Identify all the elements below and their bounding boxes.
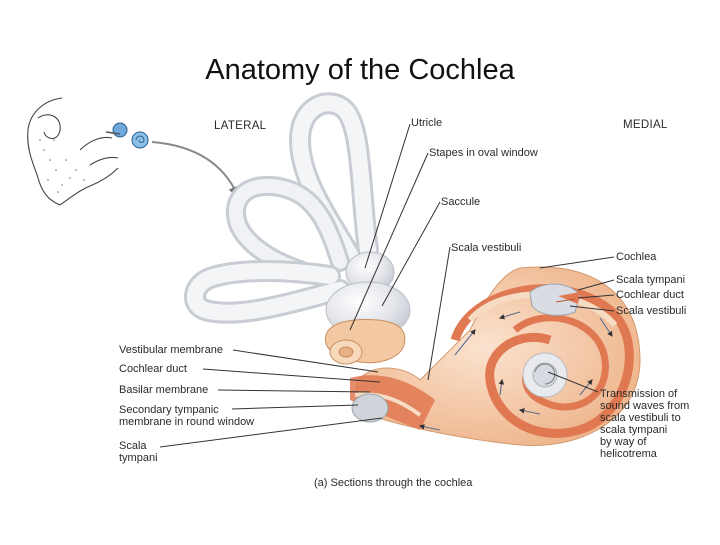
lateral-label: LATERAL bbox=[214, 120, 267, 132]
label-cochlear-duct-right: Cochlear duct bbox=[616, 289, 684, 301]
leader-lines bbox=[159, 123, 615, 448]
cross-section bbox=[529, 283, 581, 316]
head-stipple bbox=[39, 139, 85, 193]
label-scala-tympani-left: Scala tympani bbox=[119, 440, 158, 464]
small-inner-ear-icon bbox=[105, 122, 149, 149]
label-basilar-membrane: Basilar membrane bbox=[119, 384, 209, 396]
label-scala-tympani-right: Scala tympani bbox=[616, 274, 686, 286]
page-title: Anatomy of the Cochlea bbox=[205, 54, 515, 86]
figure-caption: (a) Sections through the cochlea bbox=[314, 477, 473, 489]
label-scala-vestibuli-right: Scala vestibuli bbox=[616, 305, 687, 317]
label-secondary-tympanic: Secondary tympanic membrane in round win… bbox=[119, 404, 255, 428]
cochlea bbox=[350, 266, 641, 447]
label-scala-vestibuli-top: Scala vestibuli bbox=[451, 242, 522, 254]
label-cochlea: Cochlea bbox=[616, 251, 657, 263]
round-window bbox=[351, 393, 389, 423]
label-stapes: Stapes in oval window bbox=[429, 147, 538, 159]
label-transmission: Transmission of sound waves from scala v… bbox=[600, 388, 690, 460]
label-utricle: Utricle bbox=[411, 117, 443, 129]
head-sketch bbox=[27, 97, 119, 206]
zoom-arrow bbox=[151, 141, 240, 199]
label-saccule: Saccule bbox=[441, 196, 481, 208]
basal-turn-band bbox=[350, 375, 435, 430]
vestibular-system bbox=[184, 92, 379, 324]
medial-label: MEDIAL bbox=[623, 119, 668, 131]
label-vestibular-membrane: Vestibular membrane bbox=[119, 344, 223, 356]
label-cochlear-duct-left: Cochlear duct bbox=[119, 363, 187, 375]
